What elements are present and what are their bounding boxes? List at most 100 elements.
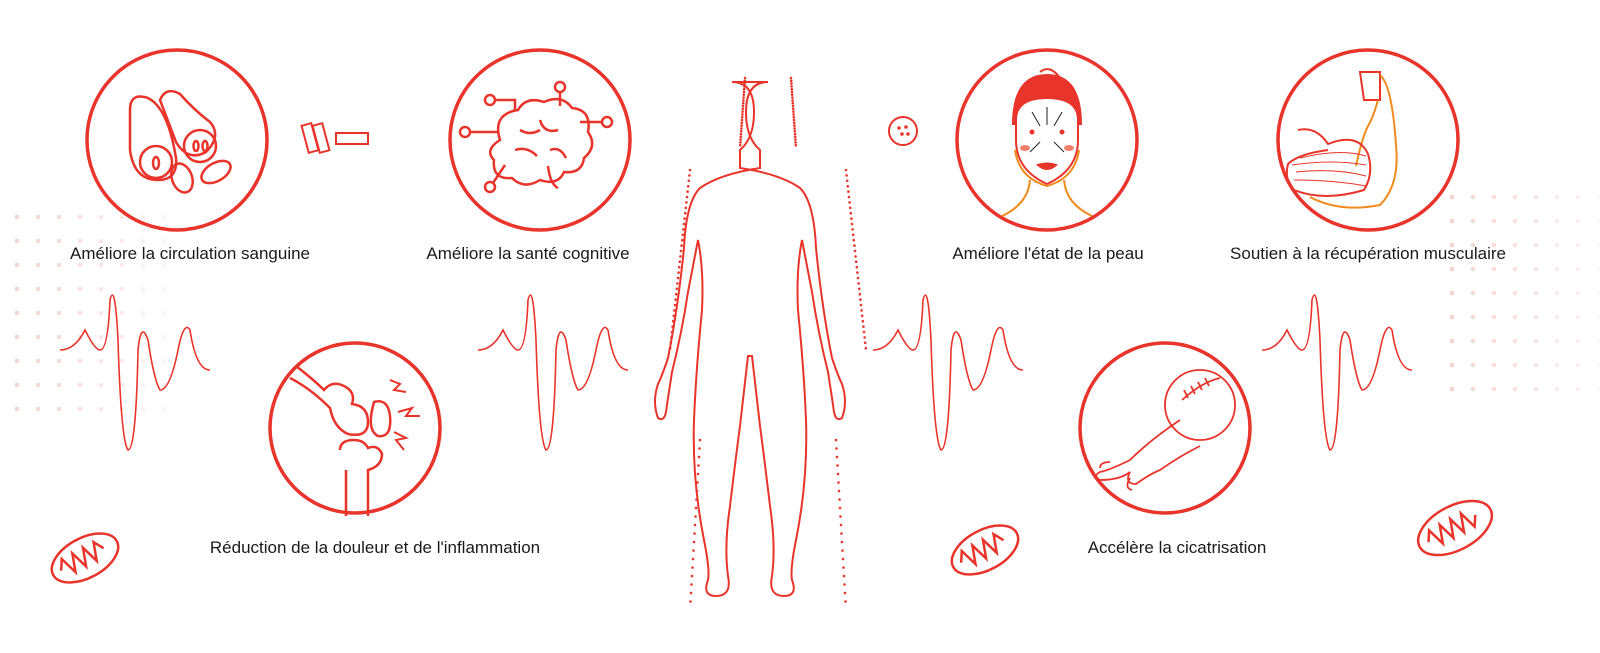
knee-joint-pain-icon	[289, 365, 420, 516]
aura-dot	[674, 292, 678, 296]
aura-dot	[696, 472, 700, 476]
benefit-label-circulation: Améliore la circulation sanguine	[69, 244, 311, 263]
grid-dot	[1513, 243, 1517, 247]
grid-dot	[141, 239, 145, 243]
grid-dot	[57, 407, 61, 411]
aura-dot	[741, 104, 745, 108]
aura-dot	[843, 583, 846, 586]
aura-dot	[697, 464, 700, 467]
grid-dot	[1513, 363, 1517, 367]
grid-dot	[1471, 219, 1475, 223]
grid-dot	[1471, 291, 1475, 295]
aura-dot	[846, 184, 850, 188]
aura-dot	[862, 330, 866, 334]
aura-dot	[843, 591, 847, 595]
grid-dot	[15, 311, 19, 315]
grid-dot	[15, 407, 19, 411]
grid-dot	[1471, 387, 1475, 391]
grid-dot	[1576, 387, 1580, 391]
aura-dot	[671, 319, 675, 323]
aura-dot	[739, 141, 742, 144]
aura-dot	[837, 489, 841, 493]
grid-dot	[1471, 195, 1475, 199]
grid-dot	[1471, 339, 1475, 343]
grid-dot	[120, 287, 124, 291]
grid-dot	[162, 215, 166, 219]
grid-dot	[120, 359, 124, 363]
aura-dot	[848, 201, 851, 204]
aura-dot	[792, 113, 795, 116]
aura-dot	[677, 271, 680, 274]
grid-dot	[141, 287, 145, 291]
aura-dot	[848, 206, 852, 210]
grid-dot	[15, 335, 19, 339]
grid-dot	[141, 311, 145, 315]
aura-dot	[692, 549, 695, 552]
grid-dot	[162, 335, 166, 339]
aura-dot	[691, 557, 695, 561]
aura-dot	[742, 93, 746, 97]
aura-dot	[839, 515, 842, 518]
heartbeat-line	[59, 294, 211, 451]
grid-dot	[120, 239, 124, 243]
aura-dot	[743, 79, 747, 83]
grid-dot	[99, 215, 103, 219]
brain-circuit-icon	[458, 80, 614, 194]
grid-dot	[1555, 339, 1559, 343]
aura-dot	[790, 85, 793, 88]
aura-dot	[742, 99, 745, 102]
grid-dot	[1513, 219, 1517, 223]
grid-dot	[120, 215, 124, 219]
grid-dot	[1492, 219, 1496, 223]
grid-dot	[120, 311, 124, 315]
grid-dot	[1492, 243, 1496, 247]
aura-dot	[694, 506, 698, 510]
grid-dot	[57, 287, 61, 291]
heartbeat-line	[872, 294, 1024, 451]
grid-dot	[1471, 363, 1475, 367]
grid-dot	[141, 335, 145, 339]
aura-dot	[691, 566, 694, 569]
aura-dot	[849, 211, 853, 215]
grid-dot	[57, 263, 61, 267]
aura-dot	[680, 238, 684, 242]
aura-dot	[682, 222, 686, 226]
aura-dot	[741, 110, 744, 113]
aura-dot	[698, 438, 702, 442]
grid-dot	[1555, 387, 1559, 391]
grid-dot	[1555, 363, 1559, 367]
aura-dot	[792, 110, 795, 113]
aura-dot	[689, 591, 693, 595]
aura-dot	[836, 472, 840, 476]
aura-dot	[851, 228, 854, 231]
aura-dot	[689, 600, 692, 603]
grid-dot	[15, 287, 19, 291]
grid-dot	[1534, 363, 1538, 367]
aura-dot	[685, 195, 689, 199]
aura-dot	[684, 206, 688, 210]
aura-dot	[671, 325, 674, 328]
aura-dot	[693, 532, 696, 535]
grid-dot	[1450, 267, 1454, 271]
grid-dot	[1597, 387, 1600, 391]
aura-dot	[742, 87, 746, 91]
aura-dot	[672, 314, 676, 318]
aura-dot	[838, 498, 841, 501]
aura-dot	[697, 455, 701, 459]
aura-dot	[853, 249, 857, 253]
aura-dot	[668, 346, 672, 350]
aura-dot	[740, 124, 743, 127]
grid-dot	[1450, 315, 1454, 319]
aura-dot	[857, 287, 861, 291]
face-massage-icon	[1001, 68, 1093, 217]
grid-dot	[1513, 195, 1517, 199]
aura-dot	[679, 249, 683, 253]
grid-dot	[1471, 267, 1475, 271]
grid-dot	[1555, 267, 1559, 271]
aura-dot	[855, 265, 859, 269]
grid-dot	[36, 239, 40, 243]
heartbeat-line	[1261, 294, 1413, 451]
aura-dot	[739, 135, 743, 139]
aura-dot	[675, 287, 679, 291]
grid-dot	[1450, 363, 1454, 367]
